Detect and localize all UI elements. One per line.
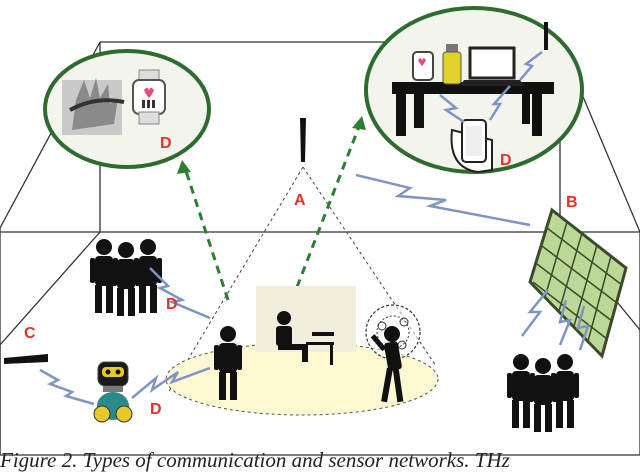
phone-icon bbox=[450, 119, 493, 174]
robot-icon bbox=[93, 361, 133, 423]
panel-links bbox=[521, 289, 590, 351]
antenna-icon-desk bbox=[544, 22, 548, 50]
person-group-right bbox=[507, 354, 579, 432]
label-d-desk: D bbox=[500, 152, 512, 169]
label-c: C bbox=[24, 325, 36, 342]
person-at-desk bbox=[256, 286, 356, 365]
laptop-icon bbox=[460, 46, 524, 86]
group-link bbox=[149, 267, 211, 320]
figure-caption: Figure 2. Types of communication and sen… bbox=[0, 448, 510, 472]
label-a: A bbox=[294, 192, 306, 209]
arrow-head-right bbox=[352, 116, 366, 130]
link-c bbox=[39, 368, 95, 406]
solar-panel-icon bbox=[528, 207, 628, 359]
person-group-left bbox=[90, 239, 162, 316]
arrow-head-left bbox=[177, 160, 191, 174]
watch-on-desk-icon bbox=[412, 51, 434, 81]
hand-sensor-image bbox=[62, 78, 125, 135]
robot-link bbox=[131, 366, 211, 399]
label-d-group: D bbox=[166, 296, 178, 313]
antenna-icon-a bbox=[300, 118, 306, 162]
watch-icon bbox=[132, 69, 166, 125]
desk-links bbox=[439, 51, 543, 124]
antenna-icon-c bbox=[4, 354, 48, 364]
person-ar-headset bbox=[365, 304, 421, 403]
backhaul-link-b bbox=[355, 173, 531, 227]
uplink-arrows bbox=[183, 123, 362, 301]
bottle-icon bbox=[442, 44, 462, 85]
label-b: B bbox=[566, 194, 578, 211]
label-d-robot: D bbox=[150, 401, 162, 418]
label-d-wearable: D bbox=[160, 135, 172, 152]
